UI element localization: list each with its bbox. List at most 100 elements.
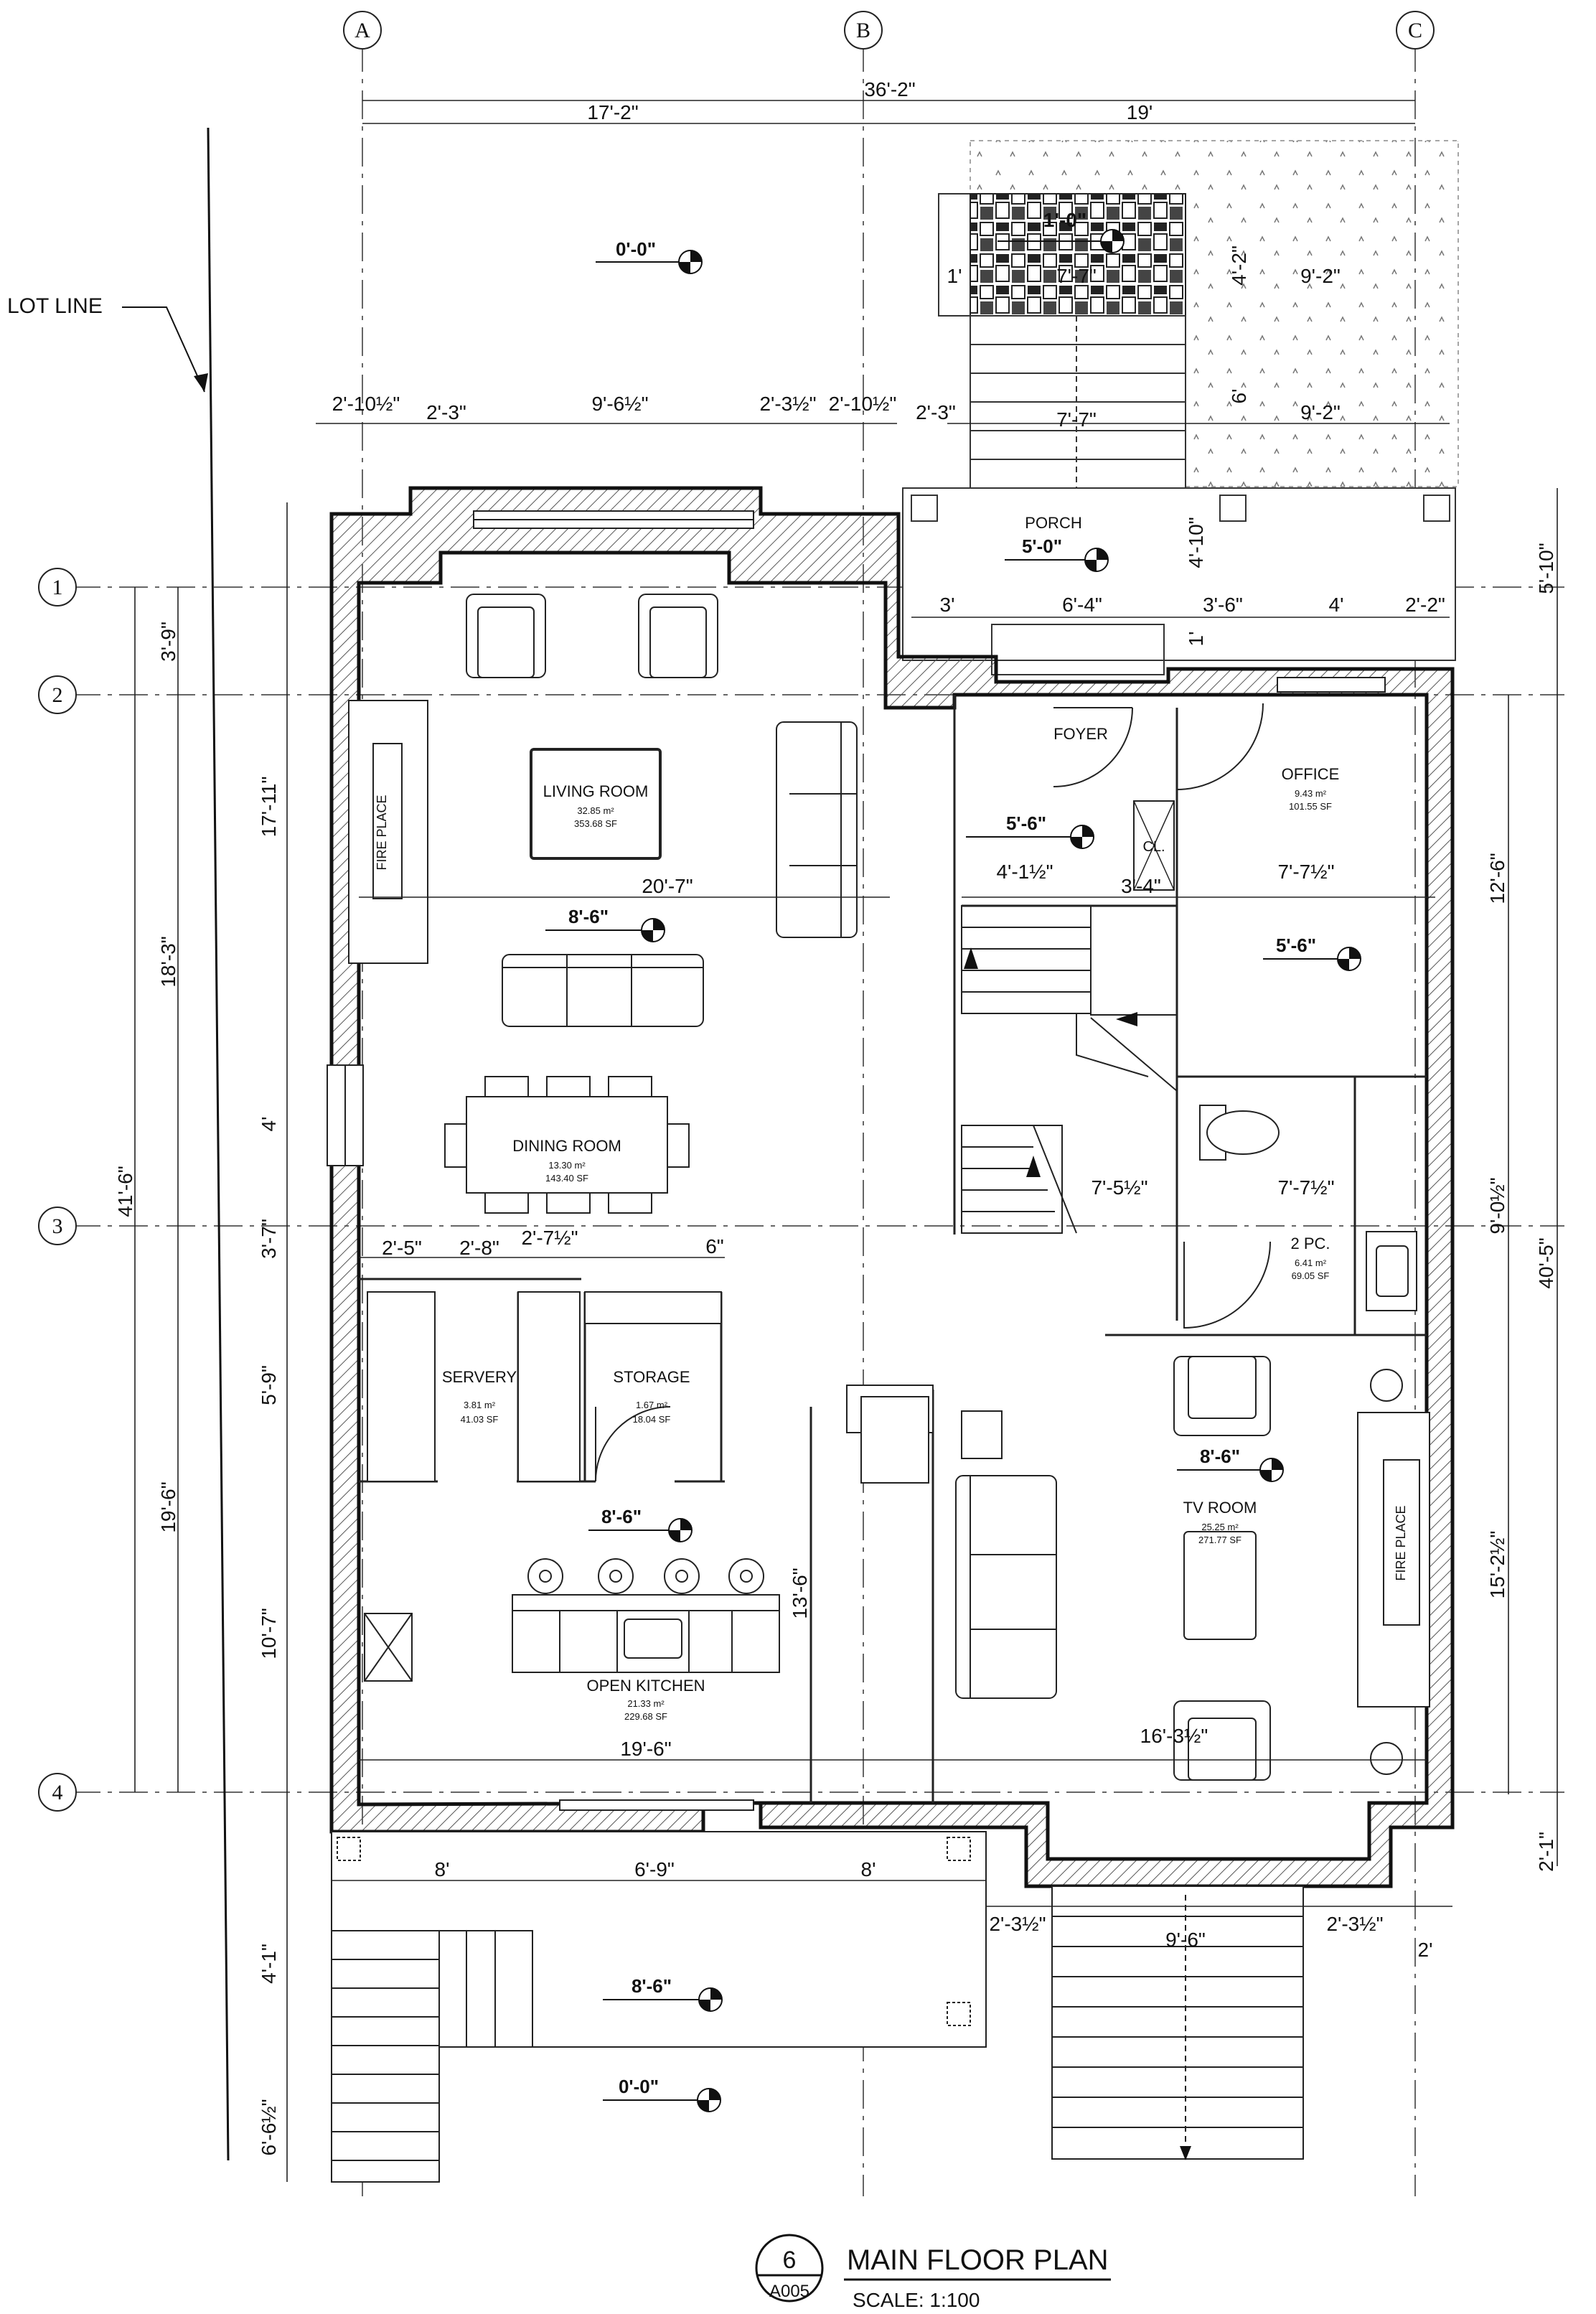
dim-6-9: 6'-9"	[634, 1858, 675, 1880]
kitchen-area-sf: 229.68 SF	[624, 1711, 667, 1722]
fireplace-right-label: FIRE PLACE	[1394, 1505, 1408, 1580]
dim-5-9: 5'-9"	[258, 1365, 280, 1405]
dim-2-3-b: 2'-3"	[916, 401, 956, 423]
dim-3-7: 3'-7"	[258, 1219, 280, 1259]
servery-area-m2: 3.81 m²	[464, 1400, 496, 1410]
closet	[1133, 800, 1175, 891]
dim-6-6-half: 6'-6½"	[258, 2099, 280, 2155]
dim-19-6-h: 19'-6"	[620, 1738, 671, 1760]
elevation-front-yard: 0'-0"	[596, 238, 703, 274]
elevation-living: 8'-6"	[545, 906, 665, 942]
elevation-kitchen: 8'-6"	[588, 1506, 693, 1542]
kitchen-area-m2: 21.33 m²	[627, 1698, 665, 1709]
dim-8-a: 8'	[435, 1858, 450, 1880]
rear-deck	[331, 1831, 987, 2183]
elevation-porch: 5'-0"	[1005, 535, 1109, 572]
tv-room-furniture	[955, 1356, 1430, 1781]
dim-40-5: 40'-5"	[1535, 1237, 1557, 1288]
dim-2-1: 2'-1"	[1535, 1832, 1557, 1872]
lot-line-leader	[122, 306, 205, 393]
dim-2-3-a: 2'-3"	[426, 401, 466, 423]
dim-17-11: 17'-11"	[258, 777, 280, 838]
dim-7-7-half-a: 7'-7½"	[1277, 861, 1334, 883]
office-area-m2: 9.43 m²	[1295, 788, 1327, 799]
dim-2-8: 2'-8"	[459, 1237, 499, 1259]
dim-7-7-b: 7'-7"	[1056, 408, 1097, 431]
dim-9-6-half: 9'-6½"	[591, 393, 648, 415]
grid-label-2: 2	[52, 683, 63, 707]
dim-4-1-half: 4'-1½"	[996, 861, 1053, 883]
dim-20-7: 20'-7"	[642, 875, 693, 897]
elevation-foyer-label: 5'-6"	[1006, 812, 1046, 834]
office-label: OFFICE	[1282, 765, 1340, 783]
dim-left-width: 17'-2"	[587, 101, 638, 123]
kitchen-furniture	[364, 1385, 1003, 1682]
dim-3-4: 3'-4"	[1121, 875, 1161, 897]
grid-bubbles	[38, 11, 1435, 1812]
elevation-front-step	[998, 229, 1125, 253]
living-room-label: LIVING ROOM	[543, 782, 649, 800]
elevation-office-label: 5'-6"	[1276, 934, 1316, 956]
elevation-rear-yard-label: 0'-0"	[619, 2076, 659, 2097]
elevation-porch-label: 5'-0"	[1022, 535, 1062, 557]
grid-label-4: 4	[52, 1781, 63, 1804]
rear-steps	[1051, 1886, 1304, 2160]
door-swings	[595, 703, 1271, 1482]
dining-furniture	[444, 1076, 690, 1214]
powder-area-m2: 6.41 m²	[1295, 1257, 1327, 1268]
dim-6-in: 6"	[705, 1235, 724, 1257]
dim-7-7-a: 7'-7"	[1056, 265, 1097, 287]
grid-label-1: 1	[52, 576, 63, 599]
storage-area-m2: 1.67 m²	[636, 1400, 668, 1410]
grid-label-b: B	[856, 19, 870, 42]
dim-3-6: 3'-6"	[1203, 594, 1243, 616]
sheet-reference: A005	[769, 2282, 809, 2301]
dim-4-1: 4'-1"	[258, 1944, 280, 1984]
dim-19-6-v: 19'-6"	[157, 1481, 179, 1532]
dim-4-a: 4'	[1329, 594, 1344, 616]
dim-1-0: 1'-0"	[1043, 209, 1086, 231]
dimension-lines	[134, 100, 1558, 2182]
elevation-tv-room: 8'-6"	[1177, 1446, 1284, 1482]
powder-area-sf: 69.05 SF	[1292, 1270, 1330, 1281]
elevation-office: 5'-6"	[1263, 934, 1361, 971]
tv-room-label: TV ROOM	[1183, 1499, 1257, 1517]
living-room-area-sf: 353.68 SF	[574, 818, 617, 829]
elevation-rear-yard: 0'-0"	[603, 2076, 721, 2112]
drawing-title: MAIN FLOOR PLAN	[847, 2244, 1109, 2276]
servery-area-sf: 41.03 SF	[461, 1414, 499, 1425]
porch-label: PORCH	[1025, 514, 1081, 532]
dim-4-2: 4'-2"	[1228, 245, 1250, 286]
dining-room-label: DINING ROOM	[512, 1137, 621, 1155]
drawing-scale: SCALE: 1:100	[853, 2289, 980, 2311]
dim-7-5-half: 7'-5½"	[1091, 1176, 1147, 1199]
dim-41-6: 41'-6"	[114, 1166, 136, 1217]
dim-3-9: 3'-9"	[157, 622, 179, 662]
dim-2: 2'	[1418, 1939, 1433, 1961]
porch	[902, 487, 1456, 661]
dim-6-4: 6'-4"	[1062, 594, 1102, 616]
powder-room-fixtures	[1199, 1105, 1417, 1311]
elevation-markers: 0'-0" 5'-0" 5'-6" 5'-6"	[545, 229, 1361, 2112]
dim-overall-width: 36'-2"	[864, 78, 915, 100]
dim-9-2-b: 9'-2"	[1300, 401, 1341, 423]
servery-label: SERVERY	[442, 1368, 517, 1386]
title-block: 6 A005 MAIN FLOOR PLAN SCALE: 1:100	[755, 2234, 1111, 2311]
grid-label-a: A	[355, 19, 370, 42]
lot-line	[207, 127, 230, 2161]
dim-1-b: 1'	[1185, 632, 1207, 647]
tv-room-area-sf: 271.77 SF	[1198, 1535, 1241, 1545]
dim-15-2-half: 15'-2½"	[1486, 1531, 1508, 1599]
dim-9-0-half: 9'-0½"	[1486, 1177, 1508, 1234]
storage-area-sf: 18.04 SF	[633, 1414, 671, 1425]
tv-room-area-m2: 25.25 m²	[1201, 1522, 1239, 1532]
dim-1-a: 1'	[947, 265, 962, 287]
dim-right-width: 19'	[1127, 101, 1153, 123]
dining-room-area-sf: 143.40 SF	[545, 1173, 588, 1184]
dim-2-5: 2'-5"	[382, 1237, 422, 1259]
elevation-kitchen-label: 8'-6"	[601, 1506, 642, 1527]
dim-2-3-half-b: 2'-3½"	[1326, 1913, 1383, 1935]
servery-shelves	[367, 1291, 722, 1482]
dim-7-7-half-b: 7'-7½"	[1277, 1176, 1334, 1199]
